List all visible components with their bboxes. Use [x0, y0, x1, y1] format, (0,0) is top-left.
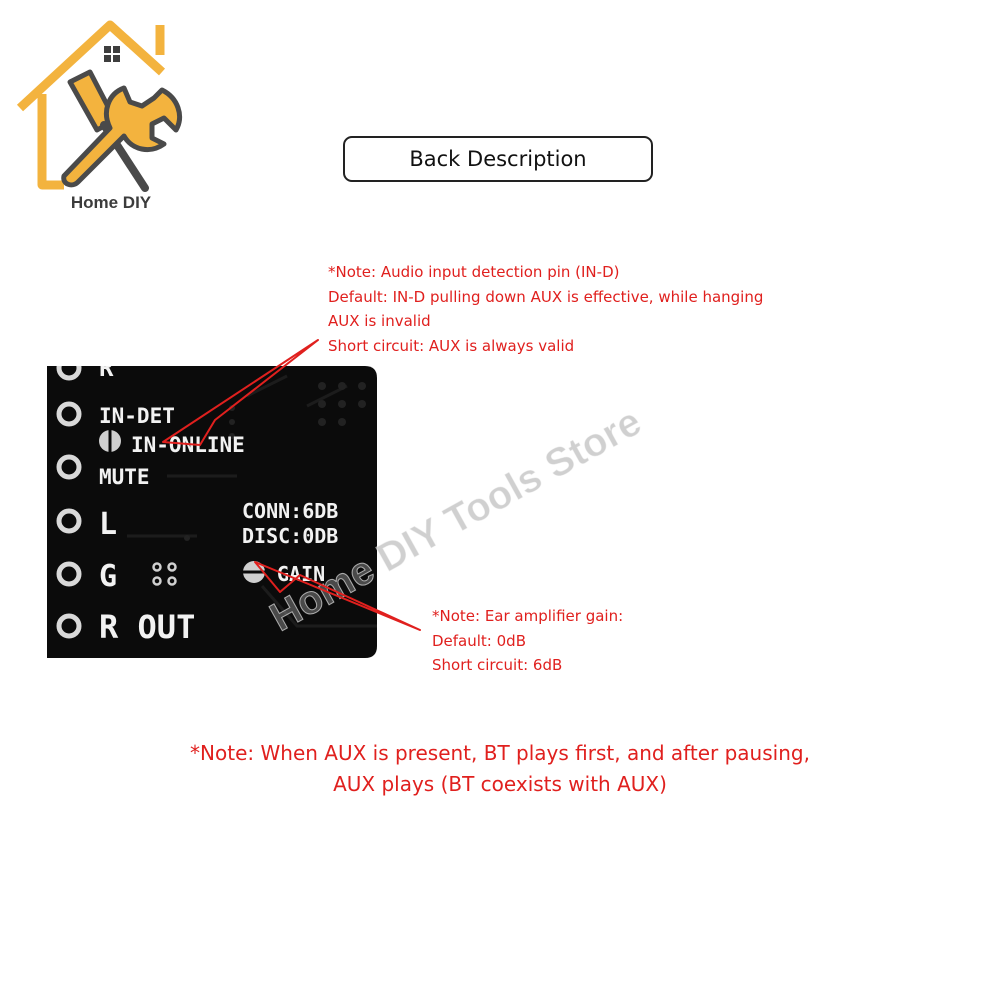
- note-input-detection: *Note: Audio input detection pin (IN-D) …: [328, 260, 763, 358]
- wrench-icon: [61, 85, 182, 188]
- board-label-g: G: [99, 559, 117, 594]
- board-label-l: L: [99, 507, 117, 542]
- board-label-in-online: IN-ONLINE: [131, 433, 245, 457]
- house-icon: [16, 20, 166, 190]
- in-det-jumper: [99, 430, 121, 452]
- page-title: Back Description: [343, 136, 653, 182]
- board-label-in-det: IN-DET: [99, 404, 175, 428]
- board-label-r-out: R OUT: [99, 608, 195, 646]
- note-line: *Note: Audio input detection pin (IN-D): [328, 263, 620, 281]
- bottom-note-line: AUX plays (BT coexists with AUX): [333, 772, 667, 796]
- board-label-mute: MUTE: [99, 465, 150, 489]
- bottom-note: *Note: When AUX is present, BT plays fir…: [0, 738, 1000, 800]
- logo-text: Home DIY: [70, 193, 152, 212]
- board-label-disc: DISC:0DB: [242, 524, 338, 548]
- note-line: AUX is invalid: [328, 312, 431, 330]
- board-label-conn: CONN:6DB: [242, 499, 338, 523]
- note-line: Default: 0dB: [432, 631, 526, 650]
- window-icon: [104, 46, 120, 62]
- bottom-note-line: *Note: When AUX is present, BT plays fir…: [190, 741, 810, 765]
- home-diy-logo: [16, 20, 182, 192]
- note-line: Short circuit: 6dB: [432, 656, 563, 674]
- pin-pads: [56, 366, 82, 639]
- note-gain: *Note: Ear amplifier gain: Default: 0dB …: [432, 604, 623, 678]
- board-label-r-top: R: [99, 366, 114, 382]
- note-line: *Note: Ear amplifier gain:: [432, 607, 624, 625]
- note-line: Default: IN-D pulling down AUX is effect…: [328, 287, 764, 306]
- note-line: Short circuit: AUX is always valid: [328, 336, 575, 355]
